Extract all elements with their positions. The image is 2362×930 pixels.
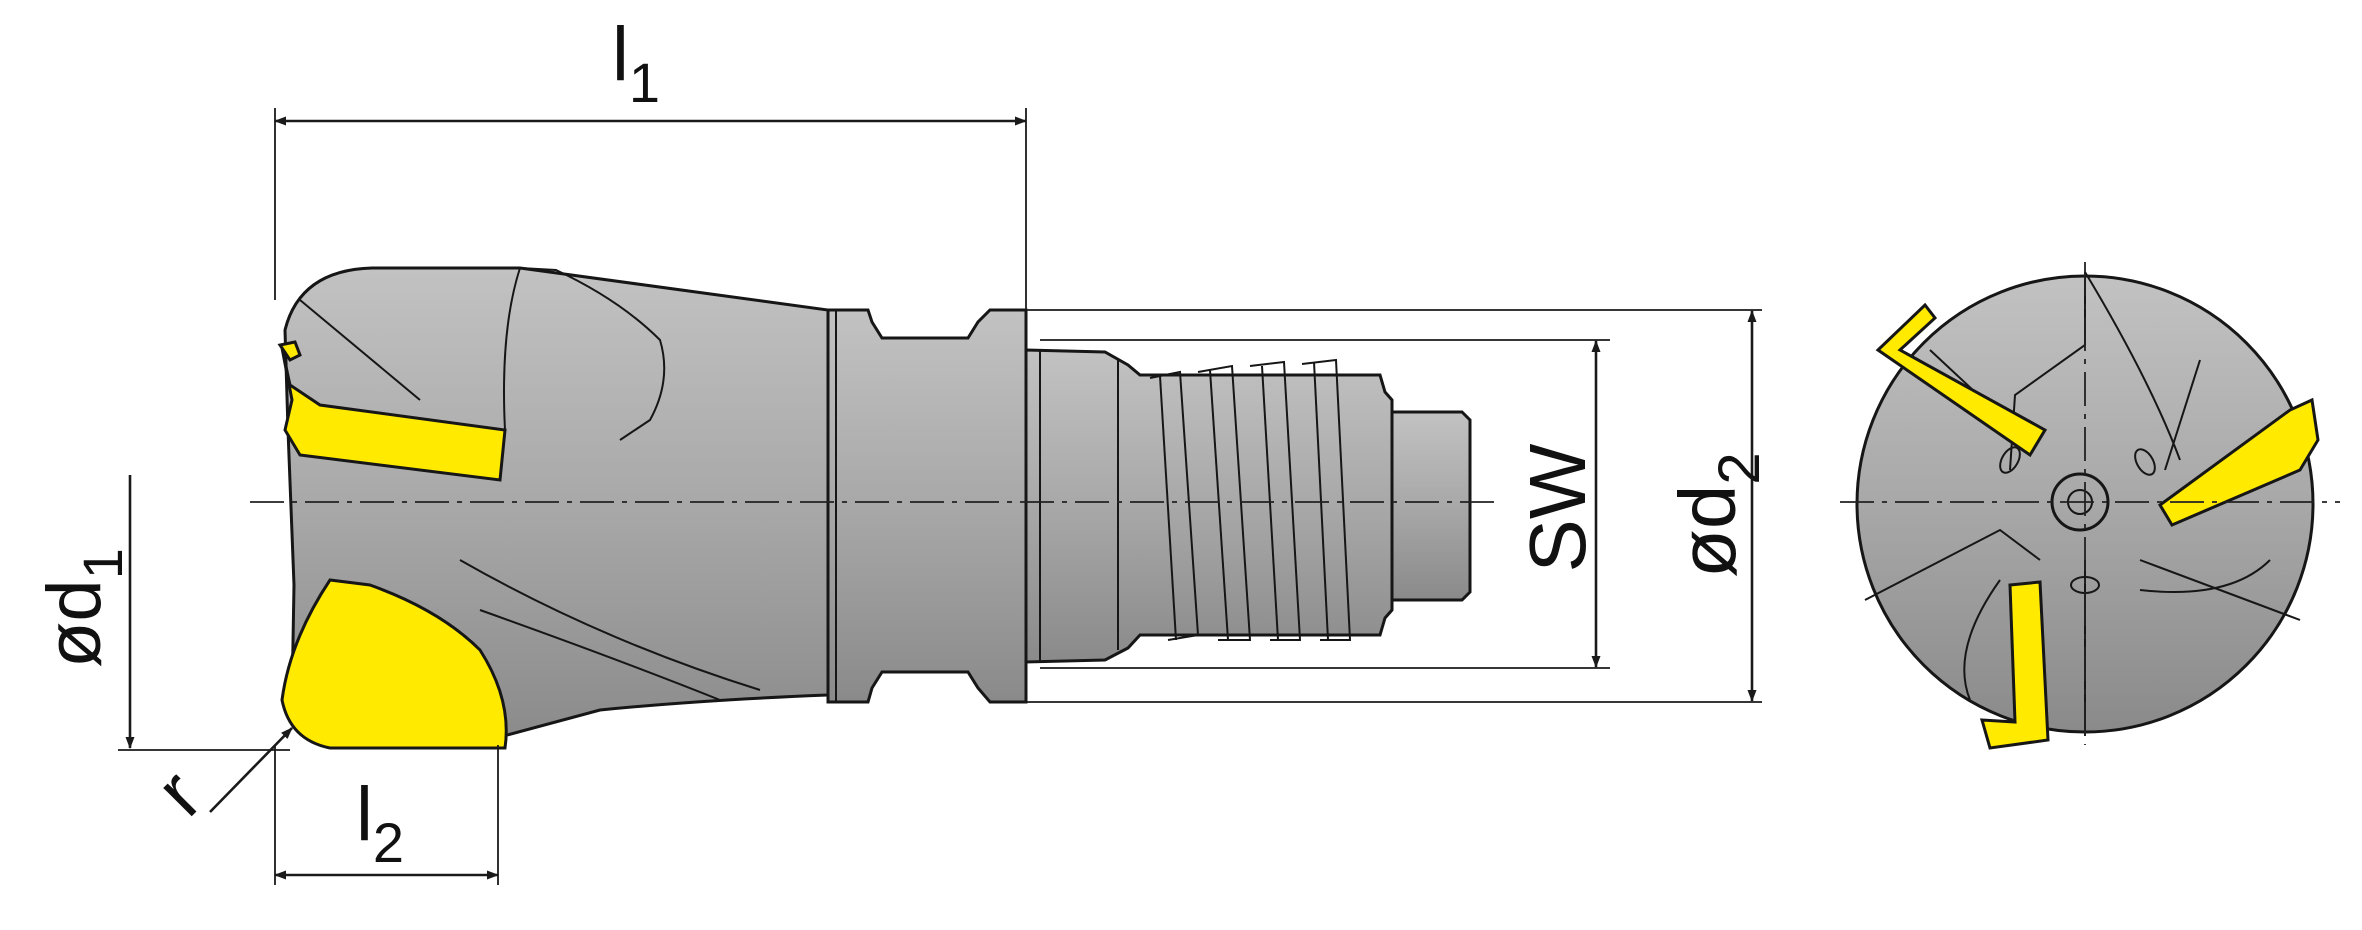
thread-flanks — [1149, 358, 1352, 641]
d1-label: ød1 — [32, 548, 134, 668]
upper-insert-chip — [277, 340, 302, 362]
coolant-hole-1 — [1999, 446, 2021, 474]
pilot-end — [1390, 410, 1472, 602]
end-insert-bottom — [1979, 580, 2050, 750]
coolant-hole-2 — [2134, 448, 2156, 476]
lower-insert — [280, 578, 508, 750]
body-facets — [299, 267, 1119, 702]
side-view — [250, 266, 1500, 750]
end-insert-top-left — [1875, 302, 2048, 458]
end-view — [1840, 262, 2340, 750]
l1-label: l1 — [612, 12, 660, 114]
sw-label: SW — [1513, 443, 1602, 572]
d2-label: ød2 — [1663, 452, 1772, 578]
end-insert-right — [2158, 397, 2320, 527]
r-leader — [209, 727, 293, 813]
l2-label: l2 — [356, 772, 404, 874]
neck — [826, 308, 1028, 704]
upper-insert — [280, 347, 507, 482]
r-label: r — [140, 754, 218, 832]
